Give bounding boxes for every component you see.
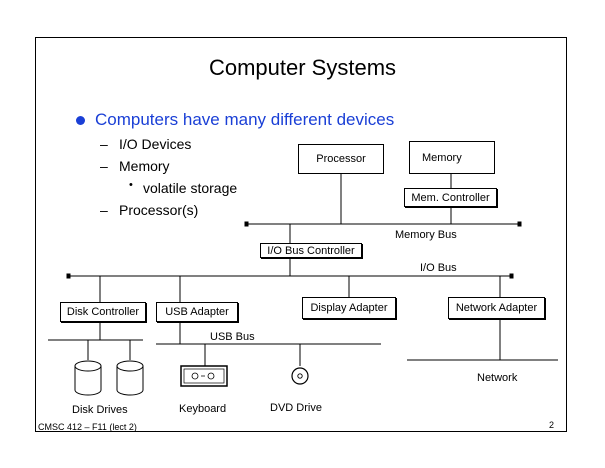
memory-box: Memory: [409, 141, 495, 174]
keyboard-icon: [180, 365, 228, 387]
dash-1: –: [100, 136, 108, 152]
small-bullet: •: [129, 179, 133, 191]
io-bus-controller-box: I/O Bus Controller: [260, 243, 362, 258]
disk-drive-icon: [116, 366, 144, 396]
disk-controller-box: Disk Controller: [60, 302, 146, 322]
dvd-drive-label: DVD Drive: [270, 402, 322, 414]
io-bus-end-left: [66, 273, 71, 279]
dash-3: –: [100, 202, 108, 218]
disk-drive-top: [74, 360, 102, 372]
disk-drive-icons: [74, 360, 144, 396]
usb-adapter-box: USB Adapter: [156, 302, 238, 322]
sub-sub-bullet-volatile: volatile storage: [143, 180, 238, 196]
bullet-dot: [76, 116, 85, 125]
memory-bus-end-right: [517, 221, 522, 227]
display-adapter-box: Display Adapter: [302, 297, 396, 319]
slide-frame: [35, 37, 567, 432]
dvd-drive-icon: [291, 367, 309, 385]
usb-bus-label: USB Bus: [210, 331, 255, 343]
course-footer: CMSC 412 – F11 (lect 2): [38, 422, 137, 432]
main-bullet: Computers have many different devices: [95, 110, 395, 129]
io-bus-label: I/O Bus: [420, 262, 457, 274]
sub-bullet-memory: Memory: [119, 158, 170, 174]
network-label: Network: [477, 372, 518, 384]
page-number: 2: [549, 420, 555, 430]
memory-bus-label: Memory Bus: [395, 229, 457, 241]
sub-bullet-io-devices: I/O Devices: [119, 136, 192, 152]
network-adapter-box: Network Adapter: [448, 297, 545, 319]
sub-bullet-processors: Processor(s): [119, 202, 199, 218]
io-bus-end-right: [509, 273, 514, 279]
disk-drive-icon: [74, 366, 102, 396]
keyboard-label: Keyboard: [179, 403, 227, 415]
processor-box: Processor: [298, 144, 384, 174]
disk-drives-label: Disk Drives: [72, 404, 128, 416]
slide-title: Computer Systems: [208, 55, 397, 80]
disk-drive-top: [116, 360, 144, 372]
mem-controller-box: Mem. Controller: [404, 188, 497, 207]
memory-bus-end-left: [244, 221, 249, 227]
dash-2: –: [100, 158, 108, 174]
